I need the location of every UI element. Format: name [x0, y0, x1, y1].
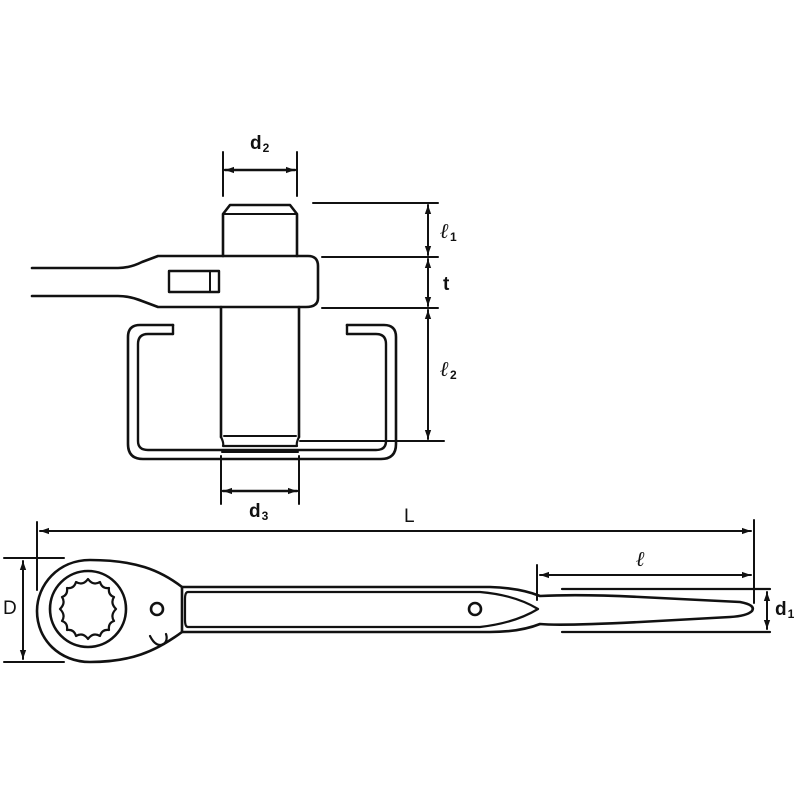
- label-L: L: [404, 506, 415, 527]
- handle-hole: [467, 601, 483, 617]
- label-d3: d3: [249, 501, 269, 523]
- handle-shaft: [30, 254, 320, 309]
- label-t: t: [443, 274, 450, 295]
- pin-top: [221, 203, 299, 258]
- top-view: [30, 203, 398, 461]
- clip-bracket: [126, 323, 398, 461]
- bottom-view: [35, 558, 772, 664]
- label-d2: d2: [250, 133, 270, 155]
- label-d1: d1: [775, 599, 795, 621]
- top-view-dimensions: [220, 151, 445, 505]
- pawl-lever: [148, 632, 168, 647]
- pivot-pin: [149, 601, 165, 617]
- handle-body: [180, 585, 755, 634]
- label-l2: ℓ2: [440, 356, 457, 382]
- label-l1: ℓ1: [440, 218, 457, 244]
- twelve-point-socket: [58, 577, 118, 641]
- label-D: D: [3, 598, 17, 619]
- bottom-view-dimensions: [3, 519, 771, 663]
- label-l: ℓ: [636, 546, 645, 571]
- handle-slot: [167, 269, 221, 294]
- ring-head: [35, 558, 184, 664]
- ring-inner: [48, 569, 128, 649]
